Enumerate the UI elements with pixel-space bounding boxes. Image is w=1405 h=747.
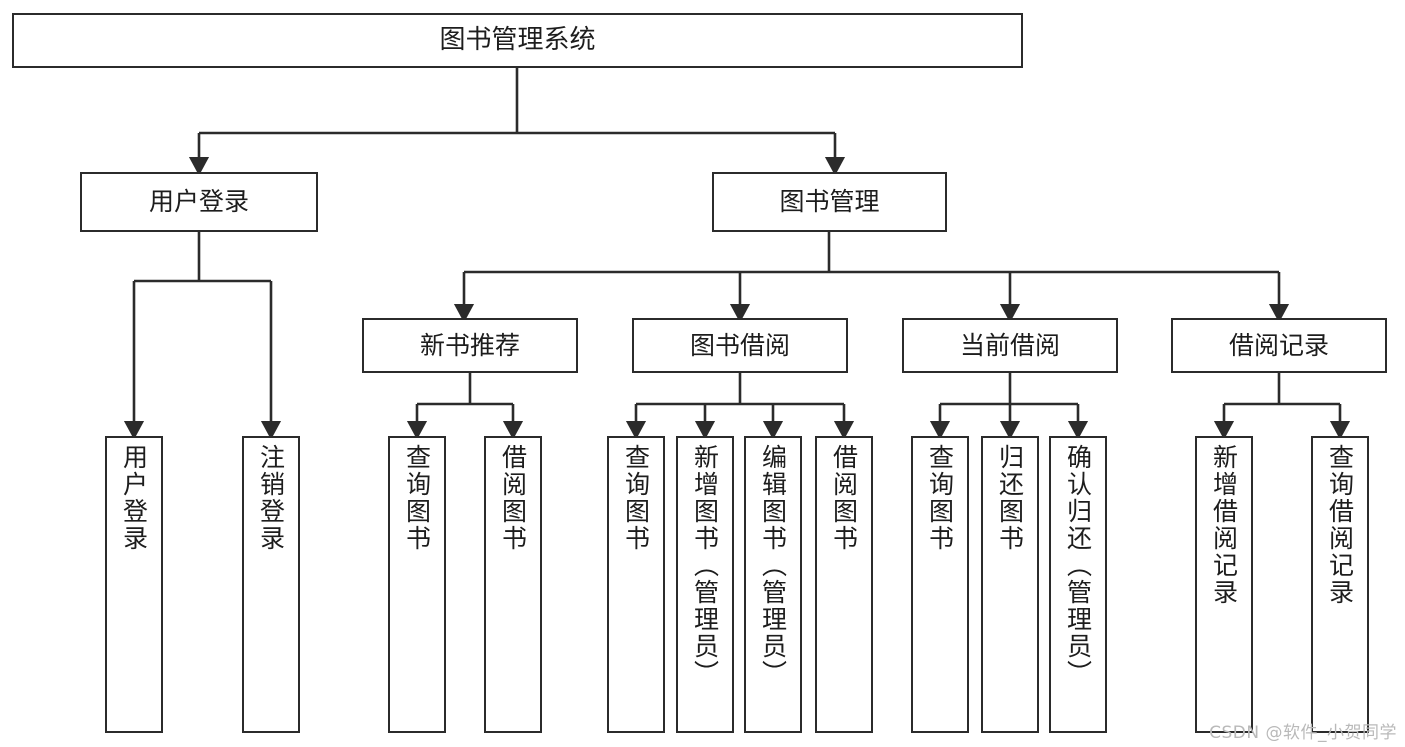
node-book-borrow[interactable]: 图书借阅 <box>632 318 848 373</box>
node-book-management[interactable]: 图书管理 <box>712 172 947 232</box>
leaf-book-borrow-query[interactable]: 查询图书 <box>607 436 665 733</box>
node-label: 确认归还（管理员） <box>1063 444 1093 687</box>
csdn-watermark: CSDN @软件_小贺同学 <box>1209 723 1397 743</box>
node-label: 查询图书 <box>402 444 432 552</box>
node-label: 图书借阅 <box>689 330 790 360</box>
node-label: 查询图书 <box>621 444 651 552</box>
node-label: 借阅记录 <box>1228 330 1329 360</box>
node-user-login[interactable]: 用户登录 <box>80 172 318 232</box>
leaf-book-borrow-add-admin[interactable]: 新增图书（管理员） <box>676 436 734 733</box>
node-current-borrow[interactable]: 当前借阅 <box>902 318 1118 373</box>
node-label: 借阅图书 <box>829 444 859 552</box>
node-label: 注销登录 <box>256 444 286 552</box>
leaf-borrow-record-add[interactable]: 新增借阅记录 <box>1195 436 1253 733</box>
node-label: 查询图书 <box>925 444 955 552</box>
node-label: 编辑图书（管理员） <box>758 444 788 687</box>
leaf-new-book-query[interactable]: 查询图书 <box>388 436 446 733</box>
node-label: 用户登录 <box>119 444 149 552</box>
leaf-new-book-borrow[interactable]: 借阅图书 <box>484 436 542 733</box>
node-label: 新增图书（管理员） <box>690 444 720 687</box>
node-label: 当前借阅 <box>959 330 1060 360</box>
leaf-borrow-record-query[interactable]: 查询借阅记录 <box>1311 436 1369 733</box>
node-root-book-management-system[interactable]: 图书管理系统 <box>12 13 1023 68</box>
node-label: 图书管理系统 <box>439 25 596 56</box>
node-label: 查询借阅记录 <box>1325 444 1355 606</box>
leaf-user-login-login[interactable]: 用户登录 <box>105 436 163 733</box>
node-borrow-record[interactable]: 借阅记录 <box>1171 318 1387 373</box>
leaf-current-borrow-query[interactable]: 查询图书 <box>911 436 969 733</box>
node-label: 归还图书 <box>995 444 1025 552</box>
node-label: 用户登录 <box>148 187 249 217</box>
node-new-book-recommend[interactable]: 新书推荐 <box>362 318 578 373</box>
leaf-book-borrow-edit-admin[interactable]: 编辑图书（管理员） <box>744 436 802 733</box>
leaf-book-borrow-borrow[interactable]: 借阅图书 <box>815 436 873 733</box>
node-label: 图书管理 <box>779 187 880 217</box>
node-label: 借阅图书 <box>498 444 528 552</box>
leaf-current-borrow-return[interactable]: 归还图书 <box>981 436 1039 733</box>
node-label: 新增借阅记录 <box>1209 444 1239 606</box>
node-label: 新书推荐 <box>419 330 520 360</box>
leaf-user-login-logout[interactable]: 注销登录 <box>242 436 300 733</box>
leaf-current-borrow-confirm-return-admin[interactable]: 确认归还（管理员） <box>1049 436 1107 733</box>
